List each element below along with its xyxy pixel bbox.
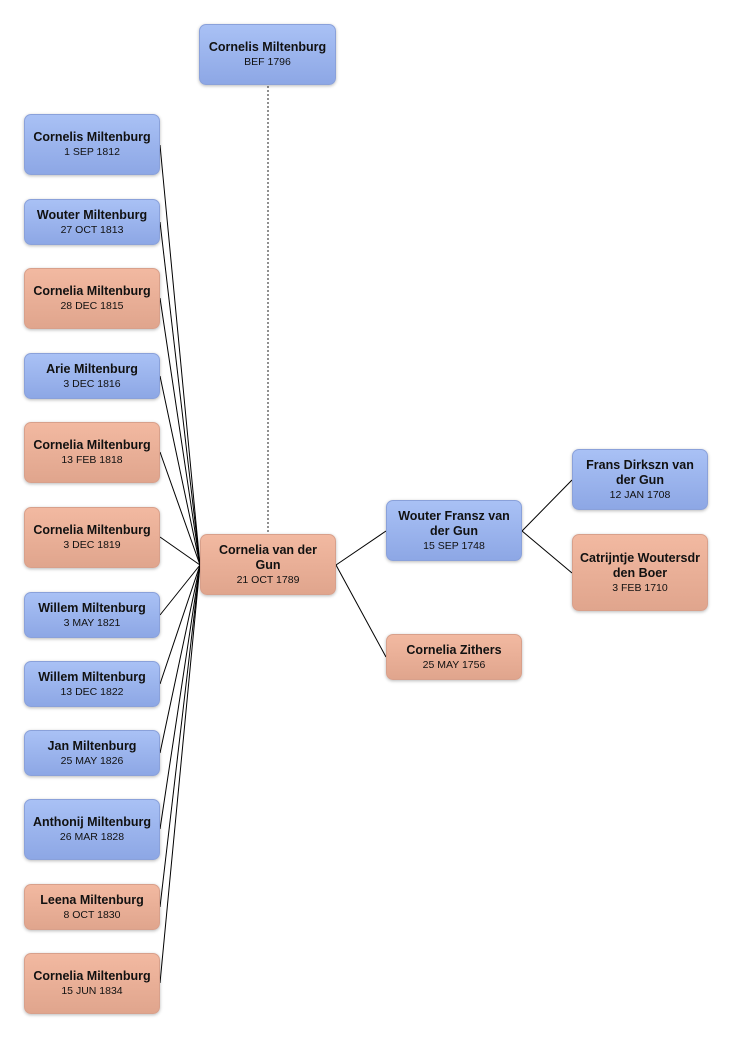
child-node[interactable]: Leena Miltenburg 8 OCT 1830	[24, 884, 160, 930]
person-name: Arie Miltenburg	[46, 361, 138, 376]
person-name: Catrijntje Woutersdr den Boer	[580, 550, 700, 580]
child-node[interactable]: Arie Miltenburg 3 DEC 1816	[24, 353, 160, 399]
paternal-grandmother-node[interactable]: Catrijntje Woutersdr den Boer 3 FEB 1710	[572, 534, 708, 611]
person-name: Frans Dirkszn van der Gun	[586, 457, 694, 487]
person-date: 25 MAY 1756	[422, 658, 486, 671]
person-date: 26 MAR 1828	[59, 831, 125, 843]
person-name: Cornelis Miltenburg	[208, 40, 327, 54]
grandparent-connector-father	[521, 479, 573, 532]
person-name: Anthonij Miltenburg	[32, 815, 152, 829]
person-date: 3 DEC 1819	[63, 539, 121, 551]
child-node[interactable]: Willem Miltenburg 13 DEC 1822	[24, 661, 160, 707]
child-node[interactable]: Cornelia Miltenburg 3 DEC 1819	[24, 507, 160, 568]
person-date: 27 OCT 1813	[60, 223, 124, 236]
person-name: Cornelia Miltenburg	[33, 523, 151, 537]
person-date: 15 JUN 1834	[61, 985, 123, 997]
spouse-node[interactable]: Cornelis Miltenburg BEF 1796	[199, 24, 336, 85]
mother-node[interactable]: Cornelia Zithers 25 MAY 1756	[386, 634, 522, 680]
person-date: 13 FEB 1818	[61, 454, 123, 466]
person-name: Cornelia Miltenburg	[33, 969, 151, 983]
child-node[interactable]: Cornelia Miltenburg 13 FEB 1818	[24, 422, 160, 483]
child-node[interactable]: Wouter Miltenburg 27 OCT 1813	[24, 199, 160, 245]
person-name: Cornelia Miltenburg	[33, 284, 151, 298]
person-date: 8 OCT 1830	[63, 908, 121, 921]
child-connector	[159, 536, 201, 566]
person-date: 25 MAY 1826	[60, 754, 124, 767]
person-name: Wouter Fransz van der Gun	[398, 508, 510, 538]
person-date: 3 DEC 1816	[63, 377, 121, 390]
child-connector	[159, 564, 201, 830]
child-connector	[159, 451, 201, 566]
person-name: Wouter Miltenburg	[36, 207, 148, 222]
person-date: 1 SEP 1812	[64, 146, 120, 158]
child-connector	[159, 564, 201, 754]
person-date: BEF 1796	[244, 56, 291, 68]
parent-connector-mother	[335, 564, 387, 658]
person-date: 3 MAY 1821	[63, 616, 121, 629]
person-date: 3 FEB 1710	[612, 581, 668, 594]
child-connector	[159, 564, 201, 908]
person-date: 21 OCT 1789	[236, 573, 300, 586]
person-name: Cornelia Miltenburg	[33, 438, 151, 452]
child-connector	[159, 144, 201, 566]
child-connector	[159, 297, 201, 566]
person-name: Willem Miltenburg	[38, 600, 146, 615]
person-name: Jan Miltenburg	[47, 738, 137, 753]
person-name: Cornelis Miltenburg	[33, 130, 151, 144]
person-name: Leena Miltenburg	[40, 892, 144, 907]
child-node[interactable]: Cornelis Miltenburg 1 SEP 1812	[24, 114, 160, 175]
child-node[interactable]: Jan Miltenburg 25 MAY 1826	[24, 730, 160, 776]
child-node[interactable]: Cornelia Miltenburg 28 DEC 1815	[24, 268, 160, 329]
person-name: Cornelia Zithers	[406, 642, 502, 657]
person-date: 15 SEP 1748	[423, 539, 485, 552]
person-date: 12 JAN 1708	[609, 488, 671, 501]
child-connector	[159, 564, 201, 685]
person-name: Cornelia van der Gun	[219, 542, 317, 572]
person-date: 28 DEC 1815	[60, 300, 124, 312]
child-connector	[159, 221, 201, 566]
father-node[interactable]: Wouter Fransz van der Gun 15 SEP 1748	[386, 500, 522, 561]
child-connector	[159, 375, 201, 566]
parent-connector-father	[335, 530, 387, 566]
focus-person-node[interactable]: Cornelia van der Gun 21 OCT 1789	[200, 534, 336, 595]
paternal-grandfather-node[interactable]: Frans Dirkszn van der Gun 12 JAN 1708	[572, 449, 708, 510]
child-node[interactable]: Cornelia Miltenburg 15 JUN 1834	[24, 953, 160, 1014]
child-connector	[159, 564, 201, 984]
child-node[interactable]: Willem Miltenburg 3 MAY 1821	[24, 592, 160, 638]
person-name: Willem Miltenburg	[38, 669, 146, 684]
person-date: 13 DEC 1822	[60, 685, 124, 698]
child-node[interactable]: Anthonij Miltenburg 26 MAR 1828	[24, 799, 160, 860]
child-connector	[159, 564, 201, 616]
grandparent-connector-mother	[521, 530, 573, 574]
